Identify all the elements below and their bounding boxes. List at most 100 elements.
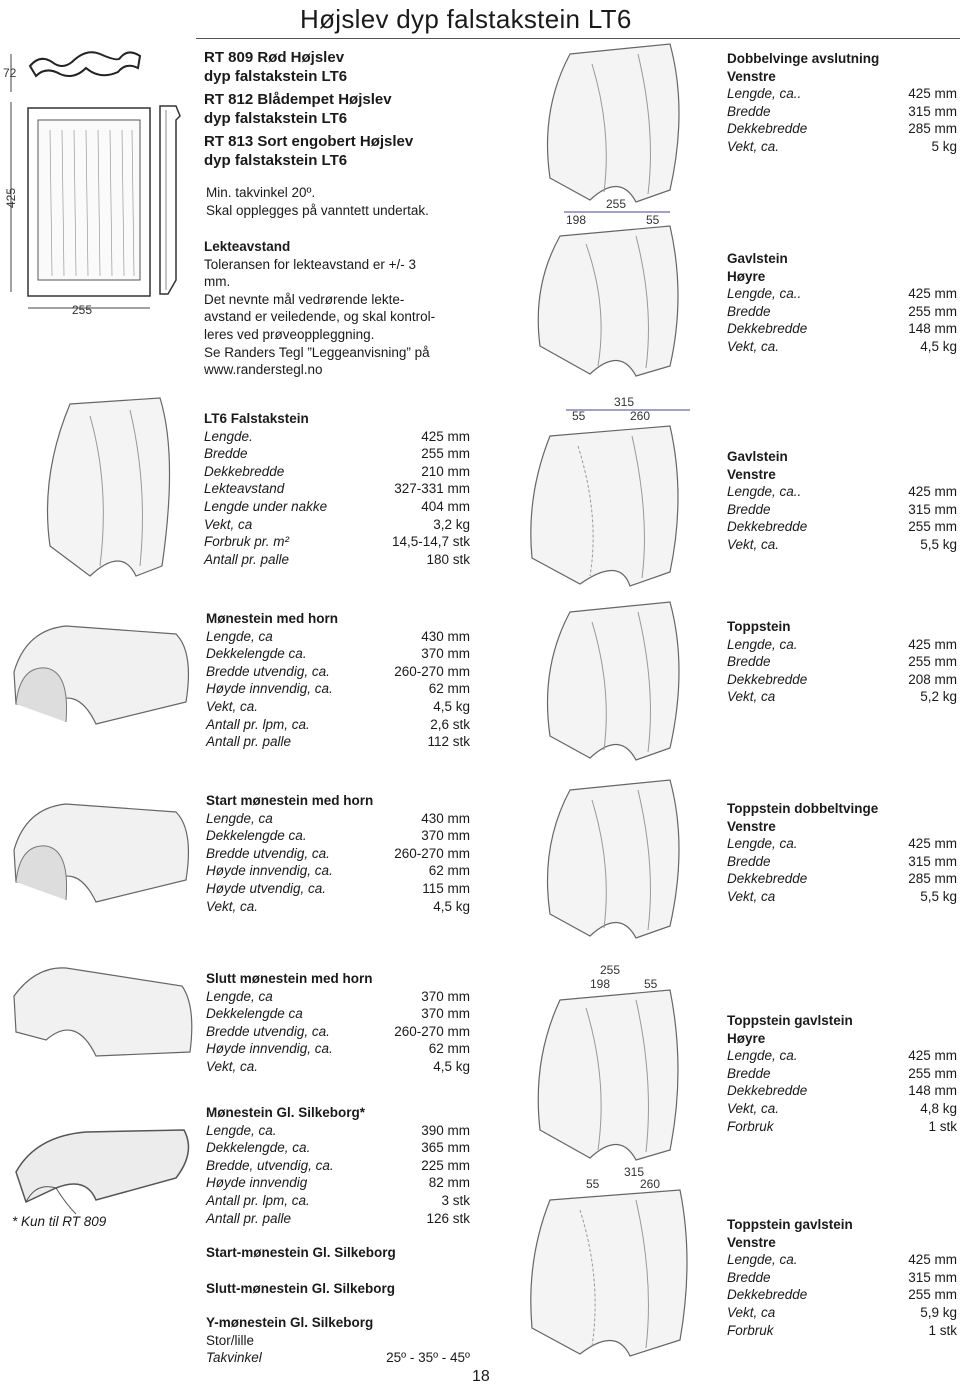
- product-line: dyp falstakstein LT6: [204, 68, 348, 85]
- spec-row: Vekt, ca.4,5 kg: [206, 698, 470, 714]
- spec-row: Lengde, ca.425 mm: [727, 836, 957, 852]
- product-item: RT 809 Rød Højslev dyp falstakstein LT6: [204, 48, 464, 86]
- dim-w260: 260: [640, 1177, 660, 1191]
- dim-w55b: 55: [586, 1177, 600, 1191]
- dim-w260: 260: [630, 409, 650, 423]
- spec-row: Bredde utvendig, ca.260-270 mm: [206, 1023, 470, 1039]
- section-subheading: Venstre: [727, 818, 776, 834]
- gavl-hoyre-illustration: 255 198 55: [537, 197, 679, 377]
- section-heading: Slutt mønestein med horn: [206, 971, 373, 986]
- text-line: Det nevnte mål vedrørende lekte-: [204, 291, 405, 307]
- section-heading: Toppstein gavlstein: [727, 1217, 853, 1232]
- y-silkeborg-spec: Y-mønestein Gl. Silkeborg Stor/lille Tak…: [206, 1314, 470, 1367]
- section-heading: Gavlstein: [727, 449, 788, 464]
- product-line: RT 809 Rød Højslev: [204, 49, 345, 66]
- slutt-monestein-illustration: [13, 967, 193, 1057]
- title-rule: [196, 38, 960, 39]
- text-line: Stor/lille: [206, 1332, 255, 1348]
- spec-row: Lengde, ca..425 mm: [727, 484, 957, 500]
- silkeborg-spec: Mønestein Gl. Silkeborg* Lengde, ca.390 …: [206, 1104, 470, 1227]
- section-heading: Y-mønestein Gl. Silkeborg: [206, 1315, 374, 1330]
- text-line: Se Randers Tegl ”Leggeanvisning” på: [204, 344, 430, 360]
- spec-row: Bredde utvendig, ca.260-270 mm: [206, 663, 470, 679]
- section-heading: Start mønestein med horn: [206, 793, 374, 808]
- product-list: RT 809 Rød Højslev dyp falstakstein LT6 R…: [204, 48, 464, 174]
- gavl-hoyre-spec: Gavlstein Høyre Lengde, ca..425 mm Bredd…: [727, 250, 957, 356]
- spec-row: Vekt, ca.4,5 kg: [206, 1058, 470, 1074]
- spec-row: Antall pr. lpm, ca.2,6 stk: [206, 716, 470, 732]
- gavl-venstre-illustration: 315 55 260: [530, 395, 690, 587]
- section-heading: Dobbelvinge avslutning: [727, 51, 880, 66]
- section-heading: Mønestein Gl. Silkeborg*: [206, 1105, 366, 1120]
- lekteavstand-block: Lekteavstand Toleransen for lekteavstand…: [204, 238, 474, 379]
- spec-row: Bredde, utvendig, ca.225 mm: [206, 1157, 470, 1173]
- spec-row: Vekt, ca.4,5 kg: [206, 898, 470, 914]
- topp-gavl-venstre-illustration: 315 55 260: [530, 1165, 688, 1357]
- dim-425: 425: [4, 188, 18, 208]
- text-line: avstand er veiledende, og skal kontrol-: [204, 309, 436, 325]
- text-line: Min. takvinkel 20º.: [206, 185, 316, 200]
- section-heading: Toppstein gavlstein: [727, 1013, 853, 1028]
- topp-dobbel-illustration: [546, 779, 680, 939]
- text-line: Skal opplegges på vanntett undertak.: [206, 202, 429, 218]
- section-subheading: Høyre: [727, 1030, 766, 1046]
- footnote: * Kun til RT 809: [12, 1214, 107, 1229]
- section-subheading: Høyre: [727, 268, 766, 284]
- page-number: 18: [472, 1368, 490, 1385]
- start-monestein-illustration: [13, 803, 190, 903]
- text-line: Toleransen for lekteavstand er +/- 3: [204, 256, 416, 272]
- topp-dobbel-spec: Toppstein dobbeltvinge Venstre Lengde, c…: [727, 800, 957, 906]
- section-subheading: Venstre: [727, 68, 776, 84]
- start-silkeborg-heading: Start-mønestein Gl. Silkeborg: [206, 1245, 396, 1260]
- product-line: RT 812 Blådempet Højslev: [204, 91, 392, 108]
- spec-row: Dekkelengde ca.370 mm: [206, 828, 470, 844]
- spec-row: Dekkelengde ca.370 mm: [206, 646, 470, 662]
- dim-w55: 55: [644, 977, 658, 991]
- text-line: leres ved prøveoppleggning.: [204, 326, 375, 342]
- text-line: mm.: [204, 274, 231, 290]
- spec-row: Høyde innvendig, ca.62 mm: [206, 863, 470, 879]
- spec-row: Lengde, ca.425 mm: [727, 1252, 957, 1268]
- slutt-silkeborg-heading: Slutt-mønestein Gl. Silkeborg: [206, 1281, 396, 1296]
- dobbelvinge-spec: Dobbelvinge avslutning Venstre Lengde, c…: [727, 50, 957, 156]
- spec-row: Lengde, ca..425 mm: [727, 286, 957, 302]
- page-title: Højslev dyp falstakstein LT6: [300, 4, 632, 34]
- topp-gavl-hoyre-illustration: 255 198 55: [537, 963, 679, 1161]
- dim-w315: 315: [614, 395, 634, 409]
- section-subheading: Venstre: [727, 466, 776, 482]
- dobbelvinge-tile-illustration: [546, 43, 680, 203]
- silkeborg-illustration: [15, 1129, 190, 1215]
- topp-gavl-hoyre-spec: Toppstein gavlstein Høyre Lengde, ca.425…: [727, 1012, 957, 1135]
- tile-technical-drawing: 72 425 255: [3, 51, 181, 317]
- spec-row: Høyde utvendig, ca.115 mm: [206, 880, 470, 896]
- spec-row: Lengde, ca..425 mm: [727, 86, 957, 102]
- spec-row: Bredde utvendig, ca.260-270 mm: [206, 845, 470, 861]
- spec-row: Vekt, ca.5 kg: [727, 138, 957, 154]
- product-line: dyp falstakstein LT6: [204, 152, 348, 169]
- spec-row: Dekkelengde, ca.365 mm: [206, 1140, 470, 1156]
